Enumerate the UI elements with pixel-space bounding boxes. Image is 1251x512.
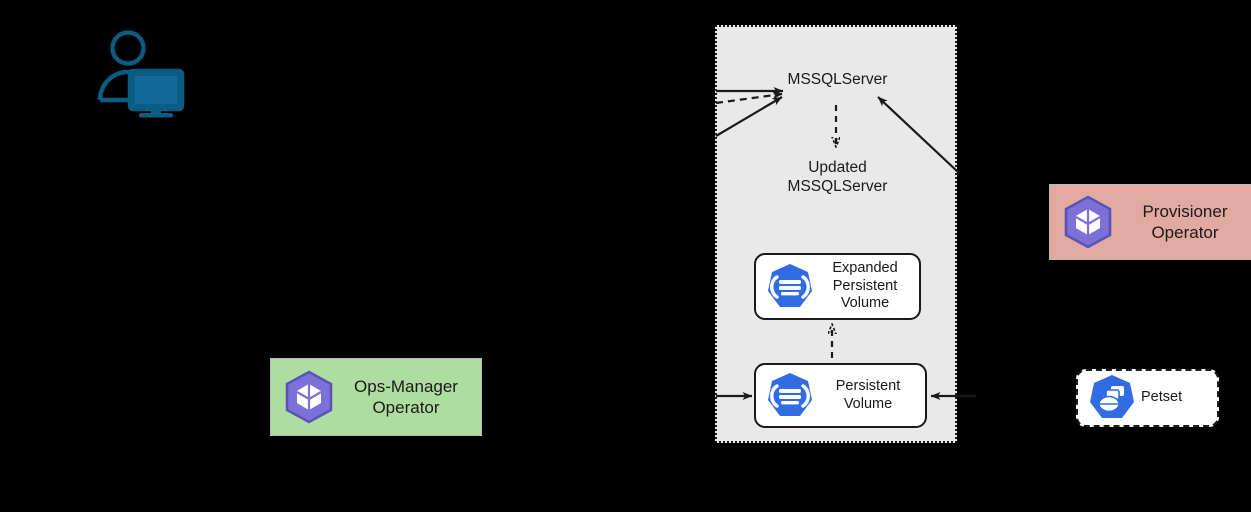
ops-manager-operator-box[interactable]: Ops-Manager Operator [270,358,482,436]
label-mssqlserver: MSSQLServer [787,71,888,88]
user-at-computer-icon [95,28,190,123]
kubernetes-petset-icon [1087,373,1137,423]
kubernetes-persistent-volume-icon [765,262,815,312]
persistent-volume-label: Persistent Volume [835,378,901,412]
petset-label: Petset [1141,389,1183,406]
expanded-persistent-volume-box[interactable]: Expanded Persistent Volume [754,253,921,320]
persistent-volume-box[interactable]: Persistent Volume [754,363,927,428]
operator-cube-icon [281,369,337,425]
expanded-persistent-volume-label: Expanded Persistent Volume [832,260,898,312]
petset-box[interactable]: Petset [1076,369,1219,427]
provisioner-operator-box[interactable]: Provisioner Operator [1049,184,1251,260]
kubernetes-persistent-volume-icon [765,371,815,421]
ops-manager-operator-label: Ops-Manager Operator [354,377,458,417]
label-updated-mssqlserver: Updated MSSQLServer [787,159,888,195]
operator-cube-icon [1060,194,1116,250]
provisioner-operator-label: Provisioner Operator [1142,202,1228,242]
